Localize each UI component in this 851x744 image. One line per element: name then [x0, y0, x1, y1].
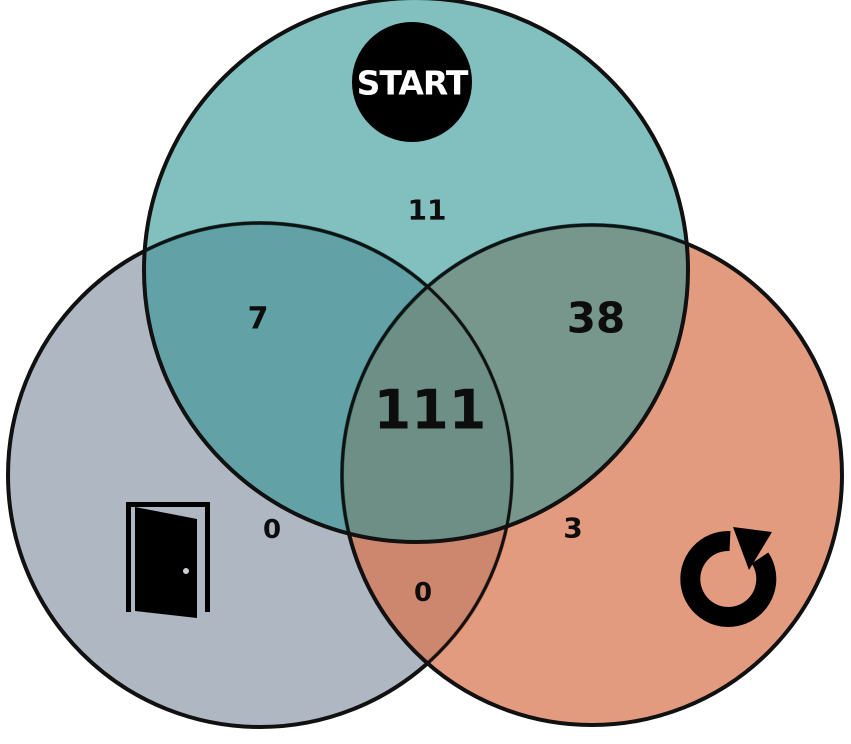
count-exit-only: 0	[263, 515, 281, 545]
door-frame-right	[205, 502, 210, 612]
count-exit-repeat: 0	[414, 578, 432, 608]
door-knob	[183, 568, 189, 574]
refresh-arrow-head	[733, 527, 772, 570]
outline-exit	[6, 221, 514, 729]
region-counts: 11 7 38 111 0 3 0	[248, 194, 626, 609]
door-exit-icon	[126, 502, 210, 618]
start-badge-icon: START	[352, 22, 472, 142]
count-repeat-only: 3	[563, 512, 582, 545]
count-all-three: 111	[374, 379, 487, 442]
count-start-repeat: 38	[567, 294, 625, 343]
count-start-exit: 7	[248, 302, 269, 337]
door-frame-top	[126, 502, 210, 507]
outline-start	[142, 0, 690, 544]
door-panel	[135, 507, 197, 618]
refresh-arrow-arc	[680, 530, 777, 627]
outline-repeat	[340, 223, 844, 727]
count-start-only: 11	[408, 194, 447, 227]
start-badge-label: START	[357, 64, 469, 103]
start-badge-circle	[352, 22, 472, 142]
refresh-arrow-icon	[680, 527, 777, 627]
venn-outlines	[6, 0, 844, 729]
door-frame-left	[126, 502, 131, 612]
